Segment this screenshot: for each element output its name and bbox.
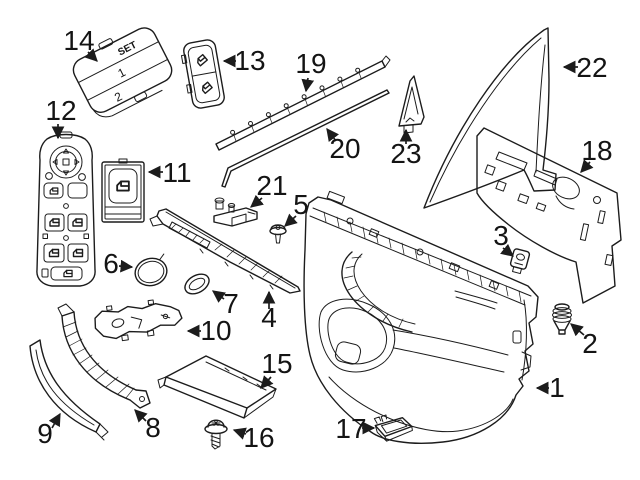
memory-set-label: SET — [116, 40, 138, 59]
callout-2-label: 2 — [582, 328, 598, 359]
memory-preset2-label: 2 — [112, 89, 125, 105]
callout-23-label: 23 — [390, 138, 421, 169]
part-22-window-frame-trim[interactable] — [423, 27, 557, 209]
part-10-mounting-bracket[interactable] — [93, 296, 184, 344]
callout-13[interactable]: 13 — [222, 45, 266, 76]
part-2-grommet[interactable] — [552, 303, 572, 335]
callout-16-label: 16 — [243, 422, 274, 453]
callout-20-label: 20 — [329, 133, 360, 164]
part-13-rear-window-switch[interactable] — [180, 39, 226, 110]
callout-17-label: 17 — [335, 413, 366, 444]
callout-23[interactable]: 23 — [390, 128, 422, 169]
callout-18-label: 18 — [581, 135, 612, 166]
callout-21[interactable]: 21 — [250, 170, 288, 208]
memory-preset1-label: 1 — [116, 65, 129, 81]
part-9-pull-handle-cover[interactable] — [29, 339, 109, 441]
window-icon — [48, 248, 60, 258]
callout-12[interactable]: 12 — [45, 95, 77, 140]
callout-15[interactable]: 15 — [260, 348, 293, 389]
callout-6[interactable]: 6 — [103, 248, 134, 279]
window-icon — [72, 248, 84, 258]
callout-22[interactable]: 22 — [562, 52, 608, 83]
callout-14[interactable]: 14 — [63, 25, 98, 62]
callout-12-label: 12 — [45, 95, 76, 126]
callout-15-label: 15 — [261, 348, 292, 379]
part-14-seat-memory-switch[interactable]: SET 1 2 — [67, 19, 179, 122]
part-17-courtesy-lamp[interactable] — [373, 412, 413, 443]
part-15-armrest-pad[interactable] — [157, 355, 277, 419]
callout-11[interactable]: 11 — [147, 157, 192, 188]
callout-2[interactable]: 2 — [570, 323, 598, 359]
callout-3[interactable]: 3 — [493, 220, 514, 257]
part-12-master-window-switch[interactable] — [36, 131, 96, 287]
part-3-clip[interactable] — [509, 248, 531, 275]
part-19-clip-strip[interactable] — [215, 55, 391, 151]
part-7-oval-bezel[interactable] — [181, 270, 212, 298]
part-16-screw[interactable] — [204, 419, 228, 450]
part-5-screw[interactable] — [269, 224, 287, 244]
window-icon — [49, 218, 60, 227]
window-icon — [200, 81, 213, 95]
callout-10[interactable]: 10 — [186, 315, 232, 346]
callout-21-label: 21 — [256, 170, 287, 201]
callout-4[interactable]: 4 — [261, 290, 277, 333]
callout-18[interactable]: 18 — [580, 135, 613, 173]
callout-7-label: 7 — [223, 288, 239, 319]
callout-3-label: 3 — [493, 220, 509, 251]
part-4-trim-strip[interactable] — [149, 208, 301, 294]
part-1-door-trim-panel[interactable] — [303, 190, 539, 444]
callout-6-label: 6 — [103, 248, 119, 279]
mirror-icon — [49, 187, 59, 195]
window-icon — [195, 53, 208, 67]
callout-14-label: 14 — [63, 25, 94, 56]
callout-1-label: 1 — [549, 372, 565, 403]
callout-13-label: 13 — [234, 45, 265, 76]
part-21-bracket[interactable] — [213, 197, 258, 227]
callout-9[interactable]: 9 — [37, 412, 61, 449]
callout-17[interactable]: 17 — [335, 413, 376, 444]
callout-8-label: 8 — [145, 412, 161, 443]
part-18-insulation-panel[interactable] — [476, 127, 622, 304]
callout-20[interactable]: 20 — [326, 127, 361, 164]
callout-19[interactable]: 19 — [295, 48, 327, 93]
part-23-mirror-triangle[interactable] — [398, 75, 425, 134]
callout-19-label: 19 — [295, 48, 326, 79]
callout-5-label: 5 — [293, 189, 309, 220]
window-icon — [72, 218, 83, 227]
callout-16[interactable]: 16 — [232, 422, 275, 453]
callout-4-label: 4 — [261, 302, 277, 333]
part-8-pull-handle-bracket[interactable] — [57, 303, 151, 409]
callout-11-label: 11 — [162, 157, 191, 188]
part-6-seal-ring[interactable] — [132, 253, 171, 289]
window-icon — [116, 180, 130, 192]
callout-9-label: 9 — [37, 418, 53, 449]
callout-7[interactable]: 7 — [211, 288, 239, 319]
callout-1[interactable]: 1 — [535, 372, 565, 403]
callout-8[interactable]: 8 — [134, 409, 161, 443]
part-11-window-switch[interactable] — [101, 158, 145, 223]
callout-10-label: 10 — [200, 315, 231, 346]
callout-22-label: 22 — [576, 52, 607, 83]
part-20-trim-rod[interactable] — [221, 89, 390, 188]
callout-5[interactable]: 5 — [284, 189, 309, 227]
window-lock-icon — [63, 269, 73, 278]
